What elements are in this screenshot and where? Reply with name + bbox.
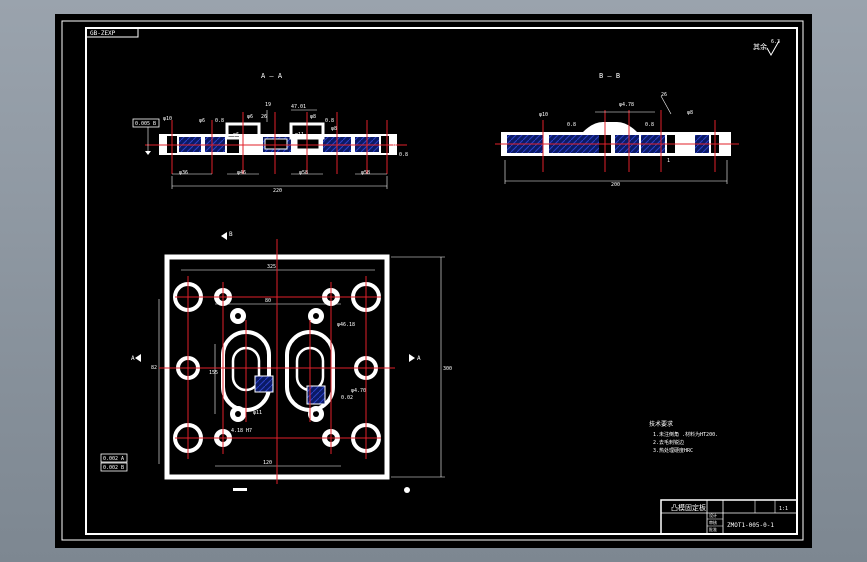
dim-label: φ46.18 [337, 322, 355, 328]
dim-label: 26 [661, 92, 667, 98]
tech-title: 技术要求 [649, 420, 673, 428]
dim-label: φ10 [163, 116, 172, 122]
dim-label: φ4.70 [351, 388, 366, 394]
datum-label: A [131, 355, 135, 362]
datum-circle-icon [404, 487, 410, 493]
dim-label: 0.8 [645, 122, 654, 128]
dim-label: φ10 [539, 112, 548, 118]
dim-label: 300 [443, 366, 452, 372]
section-pocket [264, 138, 288, 150]
tech-item: 3.热处理硬度HRC [653, 447, 693, 454]
datum-arrow-icon [409, 354, 415, 362]
dim-label: 82 [151, 365, 157, 371]
plan-centerlines [159, 239, 395, 484]
part-name: 凸模固定板 [671, 503, 706, 512]
datum-mark [233, 488, 247, 491]
dim-label: 26 [261, 114, 267, 120]
dim-label: 0.8 [215, 118, 224, 124]
dim-label: φ8 [687, 110, 693, 116]
datum-arrow-icon [135, 354, 141, 362]
drawing-sheet: GB-ZEXP 其余 6.3 A — A [61, 20, 804, 541]
title-row: 审核 [709, 519, 717, 525]
corner-tag-box [85, 27, 139, 38]
dim-label: φ58 [299, 170, 308, 176]
section-aa-label: A — A [261, 72, 283, 80]
dim-label: 1 [667, 158, 670, 164]
dim-label: 6 [393, 142, 396, 148]
tech-item: 2.去毛刺锐边 [653, 439, 684, 446]
datum-label: A [417, 355, 421, 362]
dim-label: φ4.78 [619, 102, 634, 108]
dim-label: 0.02 [341, 395, 353, 401]
section-aa-dimlines [171, 109, 388, 189]
dim-label: φ8 [331, 126, 337, 132]
roughness-symbol-icon [766, 40, 780, 57]
roughness-note: 其余 [753, 42, 767, 51]
section-aa-centerlines [145, 112, 407, 174]
dim-label: 155 [209, 370, 218, 376]
plan-view[interactable]: B A A 325 82 155 120 φ46.18 0.02 300 φ11… [100, 231, 452, 493]
dim-label: 80 [265, 298, 271, 304]
drawing-number: ZMOT1-005-0-1 [727, 522, 774, 529]
section-bb-label: B — B [599, 72, 620, 80]
tolerance-frame-text: 0.002 B [103, 465, 124, 471]
title-block[interactable]: 凸模固定板 设计 审核 批准 1:1 ZMOT1-005-0-1 [660, 499, 798, 535]
dim-label: φ11 [295, 132, 304, 138]
section-pocket [296, 138, 320, 150]
dim-label: φ36 [179, 170, 188, 176]
corner-tag: GB-ZEXP [90, 30, 116, 37]
tolerance-frame [100, 453, 128, 463]
tech-item: 1.未注倒角 .材料为HT200. [653, 431, 718, 438]
scale: 1:1 [779, 506, 788, 512]
dim-label: 0.8 [399, 152, 408, 158]
dim-label: 220 [273, 188, 282, 194]
tech-requirements: 技术要求 1.未注倒角 .材料为HT200. 2.去毛刺锐边 3.热处理硬度HR… [649, 420, 718, 454]
inner-frame [85, 27, 798, 535]
dim-label: 0.8 [325, 118, 334, 124]
dim-label: 120 [263, 460, 272, 466]
dim-label: φ6 [233, 132, 239, 138]
tolerance-frame-text: 0.002 A [103, 456, 124, 462]
datum-arrow-icon [221, 232, 227, 240]
section-bb-view[interactable]: B — B φ10 0.8 φ4.78 0.8 26 φ8 [495, 72, 739, 188]
dim-label: φ58 [361, 170, 370, 176]
section-aa-view[interactable]: A — A [132, 72, 408, 194]
dim-label: 47.01 [291, 104, 306, 110]
dim-label: φ6 [247, 114, 253, 120]
dim-label: 0.8 [567, 122, 576, 128]
tolerance-frame [100, 462, 128, 472]
title-row: 设计 [709, 512, 717, 518]
dim-label: φ11 [253, 410, 262, 416]
title-row: 批准 [709, 526, 717, 532]
section-bb-centerlines [495, 110, 739, 172]
plan-dimlines [158, 256, 445, 478]
hatch-zone [254, 375, 274, 393]
tolerance-frame-text: 0.005 B [135, 121, 156, 127]
tolerance-frame [132, 118, 160, 128]
dim-label: 200 [611, 182, 620, 188]
drawing-viewport[interactable]: GB-ZEXP 其余 6.3 A — A [55, 14, 812, 548]
roughness-value: 6.3 [771, 39, 780, 45]
dim-label: 4.18 H7 [231, 428, 252, 434]
dim-label: φ46 [237, 170, 246, 176]
datum-label: B [229, 231, 233, 238]
hatch-zone [306, 385, 326, 405]
dim-label: φ8 [310, 114, 316, 120]
datum-triangle-icon [145, 151, 151, 155]
dim-label: 325 [267, 264, 276, 270]
dim-label: 19 [265, 102, 271, 108]
dim-label: φ6 [199, 118, 205, 124]
outer-frame [61, 20, 804, 541]
section-bb-dimlines [504, 95, 728, 184]
